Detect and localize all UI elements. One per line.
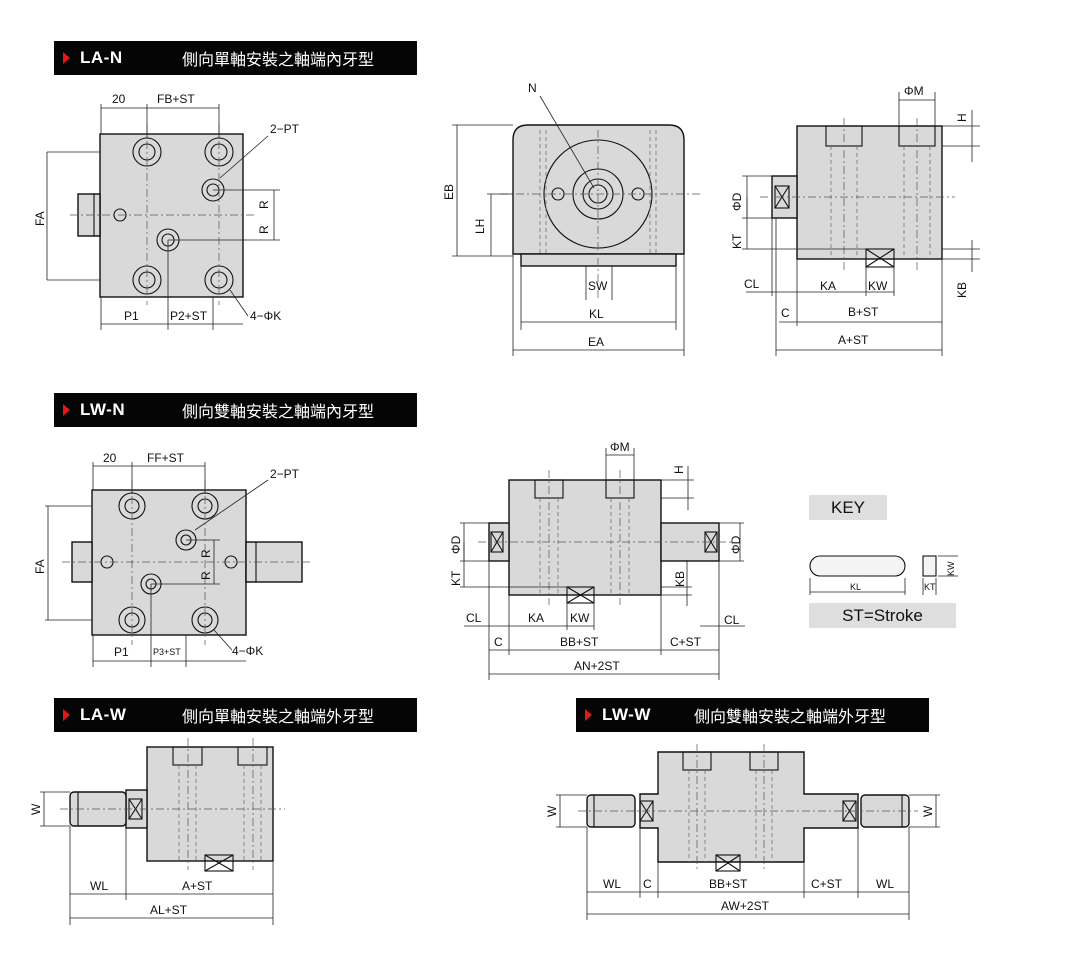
- dim-ka: KA: [820, 279, 836, 293]
- dim-kb: KB: [955, 282, 969, 298]
- dim-2-pt: 2−PT: [270, 122, 300, 136]
- dim-eb: EB: [442, 184, 456, 200]
- dim-phid: ΦD: [730, 192, 744, 211]
- stroke-note: ST=Stroke: [809, 603, 956, 628]
- key-legend: KL KT KW: [809, 555, 958, 595]
- key-kl-label: KL: [850, 582, 861, 592]
- dim-h: H: [955, 113, 969, 122]
- dim-an-2st: AN+2ST: [574, 659, 620, 673]
- dim-fa: FA: [33, 211, 47, 226]
- dim-c-st: C+ST: [670, 635, 702, 649]
- dim-kt: KT: [449, 570, 463, 586]
- dim-n: N: [528, 81, 537, 95]
- dim-4-phik: 4−ΦK: [250, 309, 281, 323]
- dim-phim: ΦM: [610, 440, 630, 454]
- dim-r-bottom: R: [257, 225, 271, 234]
- dim-p1: P1: [124, 309, 139, 323]
- header-code: LW-N: [80, 400, 126, 419]
- dim-kt: KT: [730, 233, 744, 249]
- dim-kb: KB: [673, 571, 687, 587]
- dim-phid-right: ΦD: [729, 535, 743, 554]
- dim-wl-right: WL: [876, 877, 894, 891]
- dim-kw: KW: [570, 611, 590, 625]
- red-triangle-icon: [63, 709, 70, 721]
- dim-p2-st: P2+ST: [170, 309, 208, 323]
- dim-ka: KA: [528, 611, 544, 625]
- dim-lh: LH: [473, 219, 487, 234]
- key-title: KEY: [809, 495, 887, 520]
- dim-b-st: B+ST: [848, 305, 879, 319]
- lw-n-top-view: ΦM H ΦD ΦD KT KB CL KA KW CL C BB+ST C+S…: [449, 440, 745, 680]
- dim-p1: P1: [114, 645, 129, 659]
- dim-4-phik: 4−ΦK: [232, 644, 263, 658]
- header-code: LA-W: [80, 705, 127, 724]
- dim-bb-st: BB+ST: [709, 877, 748, 891]
- red-triangle-icon: [63, 52, 70, 64]
- dim-sw: SW: [588, 279, 608, 293]
- lw-w-view: W W WL C BB+ST C+ST WL AW+2ST: [545, 744, 940, 920]
- dim-phim: ΦM: [904, 84, 924, 98]
- dim-kw: KW: [868, 279, 888, 293]
- dim-ea: EA: [588, 335, 604, 349]
- dim-r-bottom: R: [199, 571, 213, 580]
- dim-w-right: W: [921, 805, 935, 817]
- dim-cl-right: CL: [724, 613, 740, 627]
- header-desc: 側向單軸安裝之軸端外牙型: [182, 709, 375, 726]
- dim-aw-2st: AW+2ST: [721, 899, 770, 913]
- dim-r-top: R: [257, 200, 271, 209]
- dim-h: H: [672, 465, 686, 474]
- red-triangle-icon: [63, 404, 70, 416]
- header-code: LW-W: [602, 705, 651, 724]
- header-la-n: LA-N 側向單軸安裝之軸端內牙型: [54, 41, 417, 75]
- la-w-view: W WL A+ST AL+ST: [29, 738, 285, 925]
- dim-r-top: R: [199, 549, 213, 558]
- header-code: LA-N: [80, 48, 123, 67]
- dim-p3-st: P3+ST: [153, 647, 181, 657]
- dim-2-pt: 2−PT: [270, 467, 300, 481]
- dim-kl: KL: [589, 307, 604, 321]
- dim-c: C: [781, 306, 790, 320]
- header-lw-w: LW-W 側向雙軸安裝之軸端外牙型: [576, 698, 929, 732]
- dim-w-left: W: [545, 805, 559, 817]
- dim-ff-st: FF+ST: [147, 451, 185, 465]
- key-kt-label: KT: [924, 582, 936, 592]
- dim-wl-left: WL: [603, 877, 621, 891]
- dim-20: 20: [112, 92, 126, 106]
- dim-w: W: [29, 803, 43, 815]
- la-n-side-view: N EB LH SW KL EA: [442, 81, 700, 356]
- dim-wl: WL: [90, 879, 108, 893]
- header-desc: 側向雙軸安裝之軸端外牙型: [694, 709, 887, 726]
- dim-cl: CL: [744, 277, 760, 291]
- dim-a-st: A+ST: [182, 879, 213, 893]
- dim-c-st: C+ST: [811, 877, 843, 891]
- header-la-w: LA-W 側向單軸安裝之軸端外牙型: [54, 698, 417, 732]
- dim-20: 20: [103, 451, 117, 465]
- key-kw-label: KW: [946, 561, 956, 576]
- dim-cl-left: CL: [466, 611, 482, 625]
- header-lw-n: LW-N 側向雙軸安裝之軸端內牙型: [54, 393, 417, 427]
- la-n-top-view: ΦM H ΦD KT CL KA KW KB C B+ST A+ST: [730, 84, 980, 356]
- dim-fb-st: FB+ST: [157, 92, 195, 106]
- red-triangle-icon: [585, 709, 592, 721]
- dim-fa: FA: [33, 559, 47, 574]
- la-n-front-view: 20 FB+ST 2−PT FA R R P1 P2+ST 4−ΦK: [33, 92, 300, 330]
- dim-c: C: [643, 877, 652, 891]
- lw-n-front-view: 20 FF+ST 2−PT FA R R P1 P3+ST 4−ΦK: [33, 451, 310, 667]
- dim-phid-left: ΦD: [449, 535, 463, 554]
- dim-bb-st: BB+ST: [560, 635, 599, 649]
- dim-a-st: A+ST: [838, 333, 869, 347]
- dim-al-st: AL+ST: [150, 903, 188, 917]
- dim-c: C: [494, 635, 503, 649]
- header-desc: 側向單軸安裝之軸端內牙型: [182, 52, 375, 69]
- header-desc: 側向雙軸安裝之軸端內牙型: [182, 404, 375, 421]
